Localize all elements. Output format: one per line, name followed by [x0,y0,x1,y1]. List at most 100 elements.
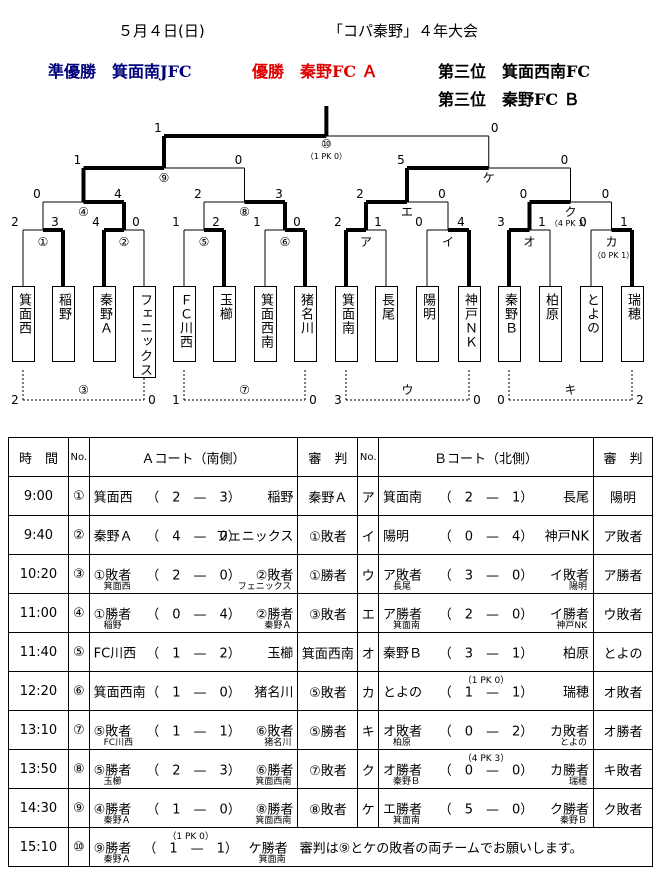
team-name: 長尾 [379,293,394,321]
match-time: 15:10 [8,827,69,867]
match-number-a: ⑦ [67,710,90,750]
match-score: （ 1 — 0） [146,802,241,818]
home-team: 箕面南 [383,490,423,506]
court-b-match: 秦野Ｂ（ 3 — 1）柏原 [378,632,595,672]
match-number-b: イ [357,515,380,555]
home-team: ⑤勝者 [93,763,132,779]
match-number-b: カ [357,671,380,711]
referee-b: キ敗者 [593,749,653,789]
team-name: 神戸ＮＫ [462,293,477,349]
match-score: （ 1 — 0） [146,685,241,701]
court-b-match: 箕面南（ 2 — 1）長尾 [378,476,595,516]
header-no-b: No. [357,437,380,477]
pk-score: （0 PK 1） [593,251,634,260]
score-label: 2 [356,187,364,201]
match-label: ⑧ [239,205,250,219]
team-name-box: 神戸ＮＫ [458,286,481,362]
team-name: 瑞穂 [625,293,640,321]
court-b-match: ア勝者（ 2 — 0）イ勝者箕面南神戸NK [378,593,595,633]
away-team: 猪名川 [254,685,294,701]
team-name: とよの [584,293,599,335]
home-team: とよの [383,685,423,701]
court-b-match: ア敗者（ 3 — 0）イ敗者長尾陽明 [378,554,595,594]
referee-b: オ勝者 [593,710,653,750]
away-team-detail: とよの [560,738,588,748]
team-name-box: ＦＣ川西 [173,286,196,362]
away-team-detail: 秦野Ｂ [560,816,588,826]
score-label: 1 [74,153,82,167]
score-label: 0 [602,187,610,201]
away-team-detail: 猪名川 [264,738,292,748]
away-team: フェニックス [215,529,294,545]
match-score: （ 0 — 0） [438,763,534,779]
court-b-match: 陽明（ 0 — 4）神戸NK [378,515,595,555]
referee-b: 陽明 [593,476,653,516]
court-a-match: 箕面西（ 2 — 3）稲野 [88,476,299,516]
team-name-box: 箕面南 [335,286,358,362]
away-team: ⑥敗者 [255,724,294,740]
match-score: （ 0 — 4） [438,529,534,545]
match-score: （ 5 — 0） [438,802,534,818]
tournament-date: ５月４日(日) [118,22,205,40]
match-label: ケ [483,171,495,185]
header-no-a: No. [67,437,90,477]
score-label: 0 [520,187,528,201]
home-team-detail: 秦野Ｂ [393,777,421,787]
home-team: ア勝者 [383,607,423,623]
away-team: 稲野 [267,490,294,506]
match-score: （ 2 — 3） [146,763,241,779]
score-label: 4 [457,215,465,229]
home-team-detail: 箕面南 [393,816,421,826]
home-team-detail: 秦野Ａ [103,816,131,826]
score-label: 1 [620,215,628,229]
match-number-b: オ [357,632,380,672]
score-label: 3 [275,187,283,201]
home-team: エ勝者 [383,802,423,818]
score-label: 0 [473,393,481,407]
team-name: 秦野Ｂ [502,293,517,335]
score-label: 2 [194,187,202,201]
match-number-a: ③ [67,554,90,594]
home-team: 秦野Ｂ [383,646,423,662]
away-team-detail: 陽明 [569,582,588,592]
home-team: オ勝者 [383,763,423,779]
referee-a: ③敗者 [297,593,359,633]
away-team: ク勝者 [550,802,590,818]
score-label: 1 [538,215,546,229]
team-name-box: フェニックス [133,286,156,378]
home-team: ①敗者 [93,568,132,584]
team-name: ＦＣ川西 [177,293,192,349]
team-name-box: 長尾 [375,286,398,362]
away-team: 瑞穂 [563,685,590,701]
team-name-box: 箕面西南 [254,286,277,362]
team-name: 秦野Ａ [97,293,112,335]
team-name: 柏原 [543,293,558,321]
away-team: 玉櫛 [267,646,294,662]
match-number-a: ⑨ [67,788,90,828]
team-name-box: とよの [580,286,603,362]
pk-score: （4 PK 3） [462,754,510,764]
consolation-label: ⑦ [239,383,250,397]
match-label: イ [442,235,454,249]
match-score: （ 1 — 1） [143,841,238,857]
match-label: オ [523,235,535,249]
away-team: 柏原 [563,646,590,662]
score-label: 0 [132,215,140,229]
team-name-box: 猪名川 [294,286,317,362]
team-name: 陽明 [420,293,435,321]
team-name-box: 箕面西 [12,286,35,362]
score-label: 0 [579,215,587,229]
match-number-b: エ [357,593,380,633]
team-name: 猪名川 [298,293,313,335]
home-team: ①勝者 [93,607,132,623]
match-score: （ 2 — 1） [438,490,534,506]
away-team-detail: 瑞穂 [569,777,588,787]
referee-b: ア勝者 [593,554,653,594]
away-team: ②敗者 [255,568,294,584]
